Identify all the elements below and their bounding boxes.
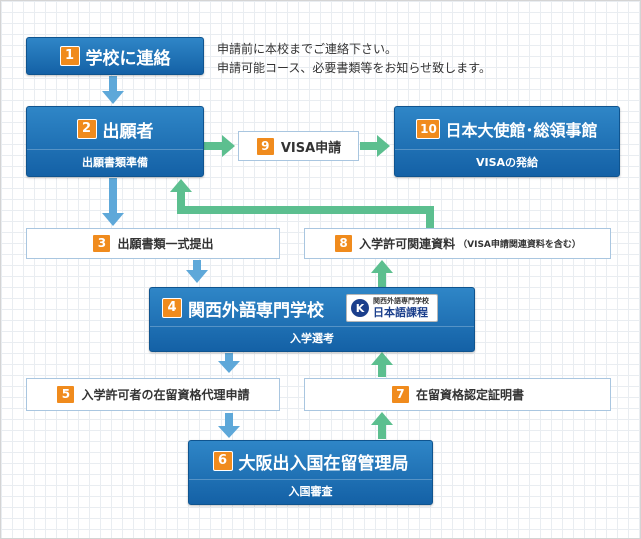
arrow-4-to-8 bbox=[378, 272, 386, 289]
step-8-number: 8 bbox=[334, 234, 354, 253]
arrow-2-to-9-head bbox=[222, 135, 235, 157]
step-5-label: 入学許可者の在留資格代理申請 bbox=[81, 388, 250, 402]
arrow-8-to-2-vertical bbox=[426, 206, 434, 230]
step-6-label: 大阪出入国在留管理局 bbox=[238, 453, 409, 474]
step-1-box: 1 学校に連絡 bbox=[26, 37, 204, 75]
step-3-box: 3 出願書類一式提出 bbox=[26, 228, 280, 259]
school-logo-mark: K bbox=[351, 299, 369, 317]
step-4-number: 4 bbox=[162, 298, 182, 318]
step-2-sub: 出願書類準備 bbox=[27, 149, 203, 176]
step-10-sub: VISAの発給 bbox=[395, 149, 619, 176]
arrow-1-to-2 bbox=[109, 76, 117, 91]
arrow-4-to-5-head bbox=[218, 361, 240, 373]
step-6-box: 6 大阪出入国在留管理局 入国審査 bbox=[188, 440, 433, 505]
contact-note: 申請前に本校までご連絡下さい。 申請可能コース、必要書類等をお知らせ致します。 bbox=[217, 40, 491, 78]
step-6-sub: 入国審査 bbox=[189, 479, 432, 504]
arrow-3-to-4 bbox=[193, 260, 201, 271]
step-2-label: 出願者 bbox=[102, 121, 154, 142]
arrow-5-to-6 bbox=[225, 413, 233, 427]
step-6-number: 6 bbox=[212, 451, 233, 471]
arrow-1-to-2-head bbox=[102, 91, 124, 104]
step-3-label: 出願書類一式提出 bbox=[117, 237, 214, 251]
step-8-label-note: （VISA申請関連資料を含む） bbox=[458, 240, 581, 250]
arrow-3-to-4-head bbox=[186, 270, 208, 283]
step-1-label: 学校に連絡 bbox=[85, 48, 171, 69]
step-10-box: 10 日本大使館･総領事館 VISAの発給 bbox=[394, 106, 620, 177]
arrow-2-to-3-head bbox=[102, 213, 124, 226]
step-9-box: 9 VISA申請 bbox=[238, 131, 359, 161]
step-4-sub: 入学選考 bbox=[150, 326, 474, 351]
arrow-6-to-7-head bbox=[371, 412, 393, 425]
step-10-number: 10 bbox=[416, 119, 441, 139]
arrow-8-to-2-head bbox=[170, 179, 192, 192]
step-8-box: 8 入学許可関連資料 （VISA申請関連資料を含む） bbox=[304, 228, 611, 259]
step-7-label: 在留資格認定証明書 bbox=[415, 388, 524, 402]
arrow-7-to-4-head bbox=[371, 352, 393, 365]
step-3-number: 3 bbox=[92, 234, 112, 253]
step-9-label: VISA申請 bbox=[280, 140, 342, 156]
step-7-box: 7 在留資格認定証明書 bbox=[304, 378, 611, 411]
school-logo: K 関西外語専門学校 日本語課程 bbox=[346, 294, 438, 322]
step-2-number: 2 bbox=[76, 119, 97, 139]
step-7-number: 7 bbox=[390, 385, 410, 404]
arrow-2-to-3 bbox=[109, 178, 117, 214]
arrow-7-to-4 bbox=[378, 364, 386, 377]
step-2-box: 2 出願者 出願書類準備 bbox=[26, 106, 204, 177]
step-1-number: 1 bbox=[59, 46, 80, 66]
contact-note-line-1: 申請前に本校までご連絡下さい。 bbox=[217, 42, 398, 56]
step-9-number: 9 bbox=[255, 136, 275, 156]
contact-note-line-2: 申請可能コース、必要書類等をお知らせ致します。 bbox=[217, 61, 491, 75]
arrow-5-to-6-head bbox=[218, 426, 240, 438]
school-logo-main-text: 日本語課程 bbox=[373, 306, 428, 319]
arrow-2-to-9 bbox=[204, 142, 223, 150]
arrow-9-to-10-head bbox=[377, 135, 390, 157]
arrow-4-to-8-head bbox=[371, 260, 393, 273]
step-4-label: 関西外語専門学校 bbox=[188, 300, 324, 321]
arrow-6-to-7 bbox=[378, 424, 386, 439]
step-10-label: 日本大使館･総領事館 bbox=[445, 121, 598, 140]
school-logo-top-text: 関西外語専門学校 bbox=[373, 297, 429, 305]
step-5-box: 5 入学許可者の在留資格代理申請 bbox=[26, 378, 280, 411]
arrow-9-to-10 bbox=[360, 142, 378, 150]
arrow-8-to-2-up bbox=[177, 191, 185, 211]
step-4-box: 4 関西外語専門学校 K 関西外語専門学校 日本語課程 入学選考 bbox=[149, 287, 475, 352]
step-8-label: 入学許可関連資料 bbox=[359, 237, 456, 251]
arrow-8-to-2-horizontal bbox=[177, 206, 434, 214]
arrow-4-to-5 bbox=[225, 353, 233, 362]
step-5-number: 5 bbox=[56, 385, 76, 404]
